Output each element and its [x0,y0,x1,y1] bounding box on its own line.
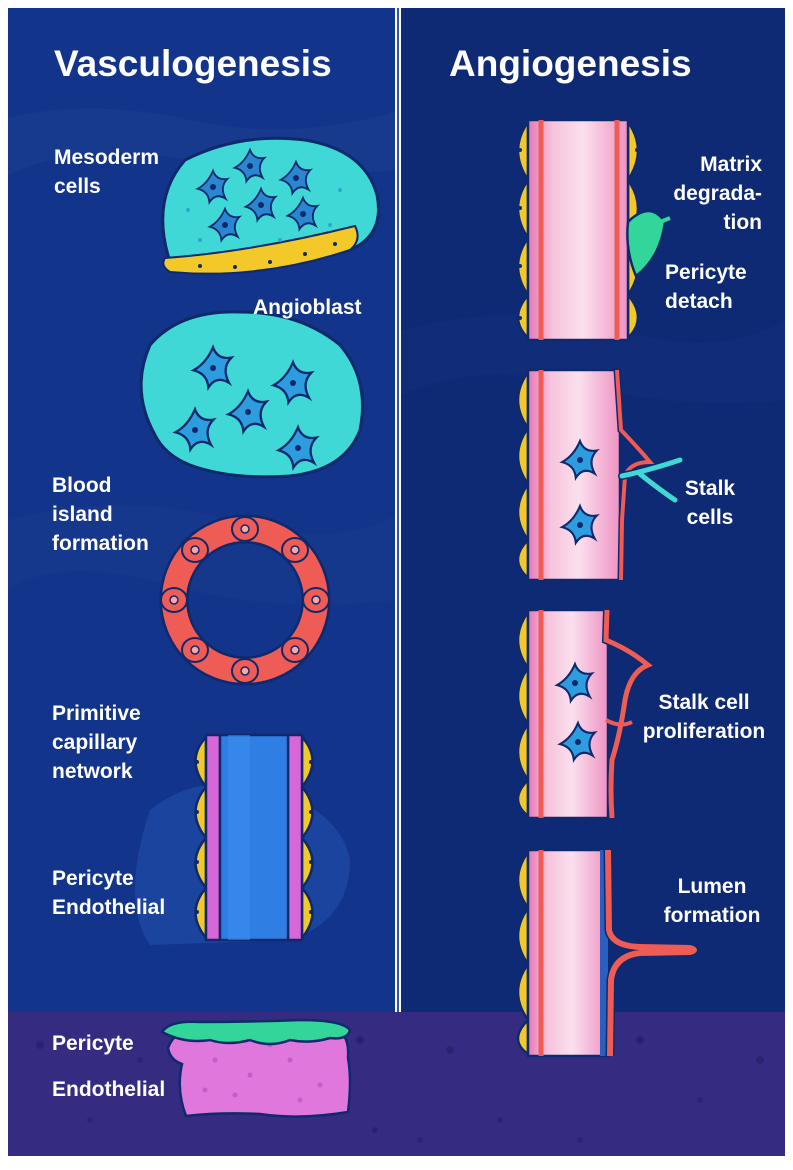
vessel-stalk-proliferation [516,608,656,820]
primitive-capillary-network-label: Primitive capillary network [52,702,141,783]
floor-texture [36,1036,764,1143]
pericyte-label: Pericyte [52,1032,134,1055]
vessel-matrix-degradation [516,118,671,342]
stalk-cells-label: Stalk cells [684,477,736,529]
matrix-degradation-label: Matrix degrada- tion [673,153,762,234]
background-wave [401,315,785,403]
vessel-lumen-formation [516,848,699,1058]
blood-island-formation-label: Blood island formation [52,474,149,555]
stalk-cell-proliferation-label: Stalk cell proliferation [642,691,766,743]
vessel-stalk-cells [516,368,684,582]
primitive-capillary-vessel [194,733,314,942]
pericyte-endothelial-label: Pericyte Endothelial [52,867,166,919]
vasculogenesis-title: Vasculogenesis [54,43,332,84]
mesoderm-cells-label: Mesoderm cells [54,146,160,198]
blood-island-ring [159,514,331,686]
mesoderm-tissue [161,136,380,275]
angioblast-label: Angioblast [253,296,362,319]
lumen-formation-label: Lumen formation [663,875,761,927]
pericyte-endothelial-slab [160,1018,352,1118]
pericyte-detach-label: Pericyte detach [665,261,747,313]
endothelial-label: Endothelial [52,1078,166,1101]
angioblast-cluster [139,310,364,479]
angiogenesis-title: Angiogenesis [449,43,692,84]
